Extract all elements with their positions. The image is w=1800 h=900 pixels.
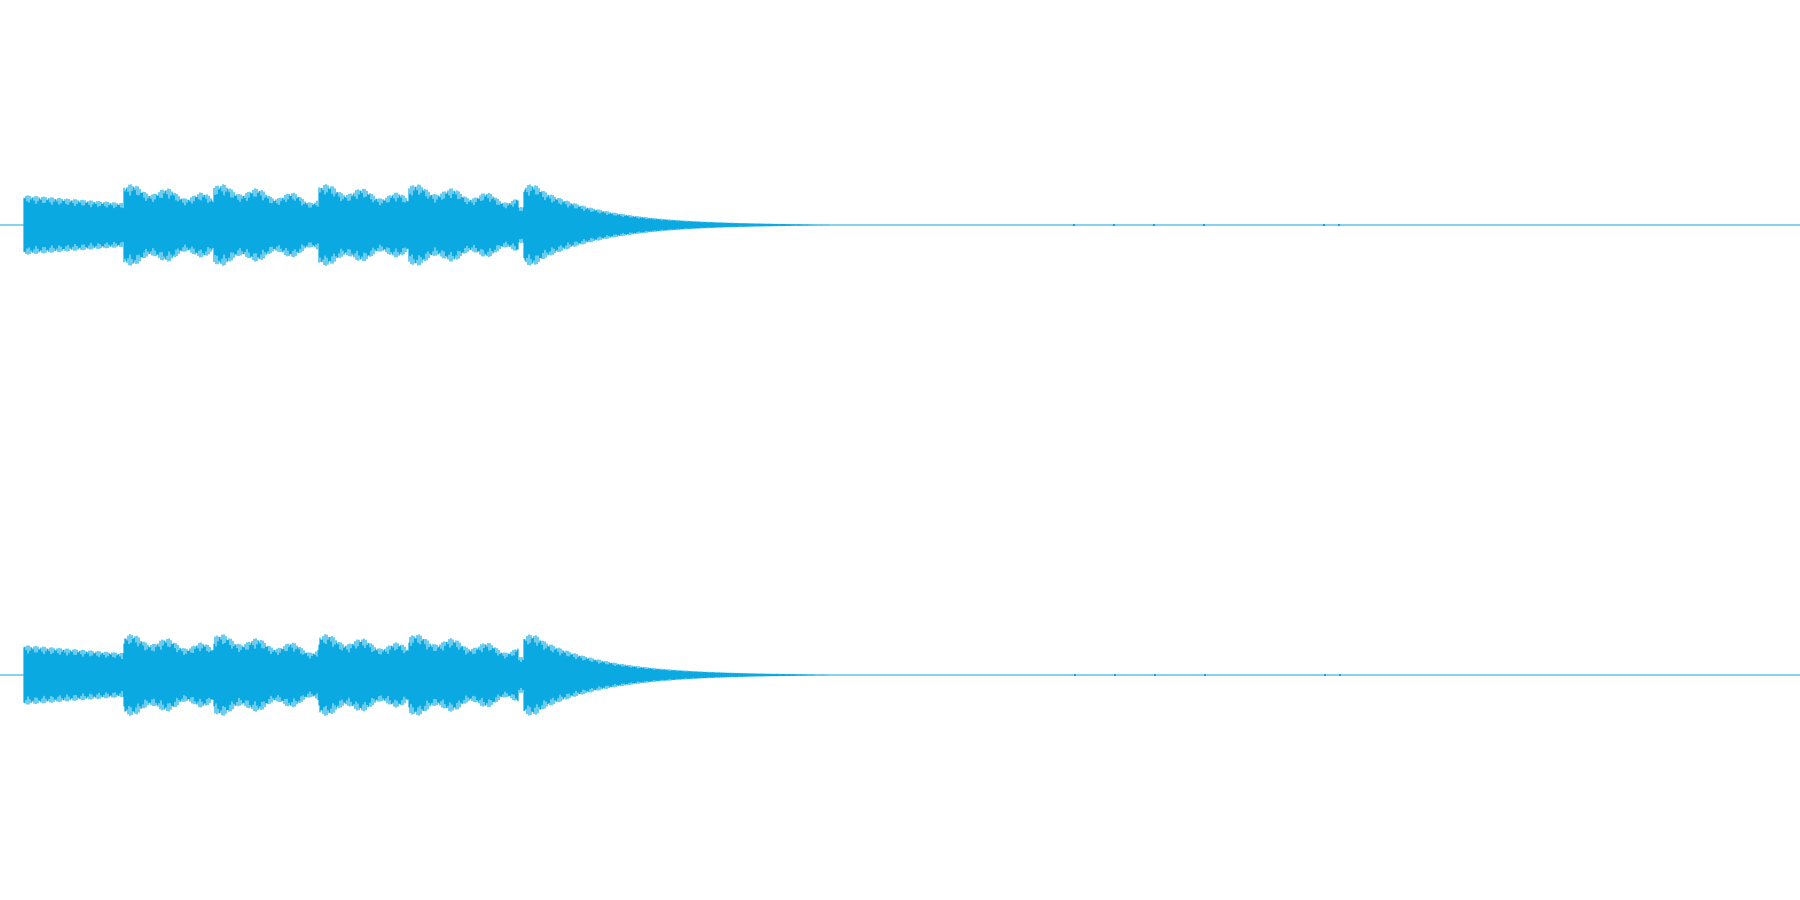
waveform-speck <box>1074 674 1076 676</box>
waveform-speck <box>1113 224 1115 226</box>
waveform-right <box>0 634 1800 716</box>
waveform-speck <box>1339 674 1341 676</box>
waveform-path <box>23 184 855 266</box>
waveform-speck <box>1338 224 1340 226</box>
waveform-speck <box>1323 224 1325 226</box>
waveform-speck <box>1073 224 1075 226</box>
waveform-path-group <box>0 184 1800 266</box>
waveform-path <box>23 634 855 716</box>
waveform-left <box>0 184 1800 266</box>
waveform-path-group <box>0 634 1800 716</box>
channel-right <box>0 450 1800 900</box>
waveform-speck <box>1153 224 1155 226</box>
waveform-speck <box>1154 674 1156 676</box>
waveform-speck <box>1324 674 1326 676</box>
waveform-speck <box>1114 674 1116 676</box>
waveform-speck <box>1204 674 1206 676</box>
waveform-speck <box>1203 224 1205 226</box>
channel-left <box>0 184 1800 266</box>
